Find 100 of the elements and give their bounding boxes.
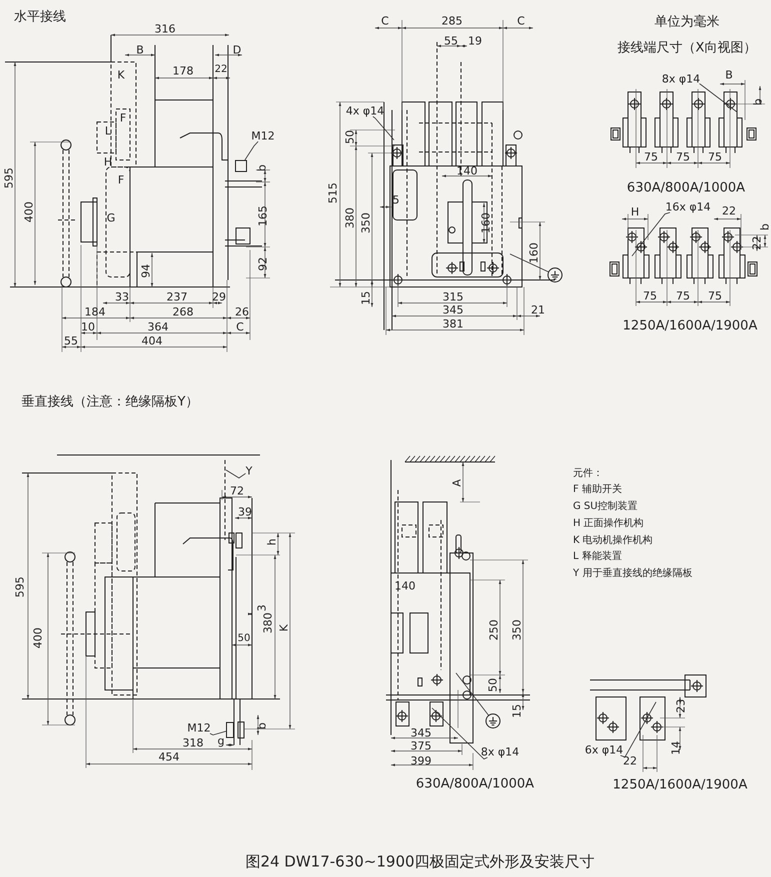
- dimension-value: 26: [235, 306, 249, 318]
- dimension-value: 400: [32, 628, 44, 648]
- dimension-value: 364: [148, 322, 168, 332]
- callout-text: 8x φ14: [662, 74, 700, 84]
- dimension-value: 250: [488, 620, 500, 640]
- dimension-value: 75: [644, 152, 658, 162]
- view-heading: 接线端尺寸（X向视图）: [618, 42, 756, 54]
- dimension-value: 75: [676, 290, 690, 302]
- current-rating: 1250A/1600A/1900A: [622, 320, 758, 332]
- callout-text: 8x φ14: [480, 746, 520, 758]
- current-rating: 630A/800A/1000A: [416, 778, 534, 790]
- dimension-value: 22: [214, 65, 228, 75]
- dimension-value: 380: [344, 208, 356, 228]
- leader-line: [372, 116, 394, 140]
- dimension-value: 399: [410, 756, 432, 766]
- component-list-item: L 释能装置: [573, 552, 622, 562]
- leader-line: [632, 212, 670, 256]
- dimension-value: 39: [238, 506, 252, 518]
- bolt-nut: [235, 160, 247, 172]
- callout-text: 16x φ14: [665, 202, 711, 212]
- dimension-value: 381: [442, 318, 464, 330]
- dimension-value: 15: [512, 704, 522, 718]
- dimension-letter: K: [278, 624, 290, 632]
- dimension-value: 14: [670, 741, 682, 755]
- callout-text: 6x φ14: [584, 744, 624, 756]
- dimension-value: 75: [708, 290, 722, 302]
- dimension-value: 160: [528, 242, 540, 264]
- dimension-letter: b: [752, 98, 764, 106]
- dimension-value: 22: [752, 236, 762, 250]
- dimension-value: 454: [158, 752, 180, 762]
- dimension-letter: h: [266, 538, 278, 546]
- dimension-letter: C: [236, 322, 244, 332]
- leader-line: [620, 702, 656, 758]
- dimension-value: 50: [344, 130, 356, 144]
- dimension-value: 75: [676, 152, 690, 162]
- dimension-value: 345: [410, 728, 432, 738]
- bolt-nut: [226, 722, 234, 738]
- dimension-letter: B: [725, 70, 733, 80]
- dimension-value: 50: [238, 634, 250, 644]
- dimension-value: 350: [360, 212, 372, 234]
- leader-line: [210, 730, 226, 736]
- callout-text: M12: [187, 722, 211, 734]
- dimension-value: 515: [328, 182, 338, 204]
- dimension-value: 318: [182, 738, 204, 748]
- component-list-item: Y 用于垂直接线的绝缘隔板: [573, 569, 692, 579]
- section-heading: 水平接线: [14, 10, 66, 24]
- dimension-value: 55: [64, 336, 78, 346]
- dimension-value: 10: [81, 322, 95, 332]
- dimension-value: 15: [360, 291, 372, 305]
- callout-text: 4x φ14: [346, 106, 384, 116]
- dimension-letter: C: [381, 16, 389, 26]
- dimension-value: 375: [410, 740, 432, 752]
- dimension-value: 285: [442, 16, 462, 26]
- dimension-value: 33: [115, 292, 129, 302]
- dimension-value: 165: [258, 206, 268, 226]
- dimension-value: 50: [488, 678, 498, 692]
- dimension-value: 5: [392, 194, 400, 206]
- dimension-value: 595: [14, 576, 26, 598]
- leader-line: [226, 470, 246, 478]
- leader-line: [456, 672, 490, 716]
- dimension-value: 315: [442, 292, 464, 302]
- ground-symbol: [485, 713, 501, 729]
- dimension-value: 140: [456, 166, 478, 176]
- dimension-letter: A: [452, 479, 462, 487]
- current-rating: 1250A/1600A/1900A: [612, 778, 748, 792]
- dimension-value: 595: [4, 168, 14, 188]
- part-letter: F: [120, 112, 126, 124]
- dimension-letter: b: [256, 164, 268, 172]
- component-list-item: H 正面操作机构: [573, 519, 644, 529]
- dimension-value: 400: [24, 202, 34, 222]
- dimension-letter: b: [256, 722, 268, 730]
- dimension-value: 29: [212, 292, 226, 302]
- dimension-value: 94: [140, 264, 152, 278]
- dimension-value: 345: [442, 304, 464, 316]
- part-letter: L: [104, 126, 112, 136]
- dimension-value: 350: [512, 620, 522, 640]
- section-heading: 垂直接线（注意：绝缘隔板Y）: [22, 396, 198, 408]
- leader-line: [244, 141, 258, 160]
- component-list-item: K 电动机操作机构: [573, 536, 653, 546]
- dimension-value: 404: [142, 336, 162, 346]
- dimension-value: 178: [172, 66, 194, 76]
- part-letter: F: [118, 174, 124, 186]
- ground-symbol: [547, 267, 563, 283]
- dimension-value: 22: [623, 756, 637, 766]
- dimension-letter: H: [630, 206, 640, 218]
- current-rating: 630A/800A/1000A: [626, 182, 746, 194]
- list-heading: 元件：: [573, 469, 603, 479]
- leader-line: [698, 84, 738, 112]
- dimension-letter: B: [136, 44, 144, 56]
- figure-caption: 图24 DW17-630~1900四极固定式外形及安装尺寸: [245, 854, 595, 870]
- callout-text: M12: [251, 130, 275, 142]
- component-list-item: F 辅助开关: [573, 485, 622, 495]
- component-list-item: G SU控制装置: [573, 502, 638, 512]
- dimension-value: 75: [708, 152, 722, 162]
- dimension-letter: b: [760, 224, 770, 230]
- dimension-value: 22: [722, 206, 736, 216]
- dimension-letter: C: [517, 16, 525, 26]
- leader-line: [432, 708, 488, 760]
- dimension-letter: g: [218, 736, 224, 746]
- dimension-value: 21: [531, 304, 545, 316]
